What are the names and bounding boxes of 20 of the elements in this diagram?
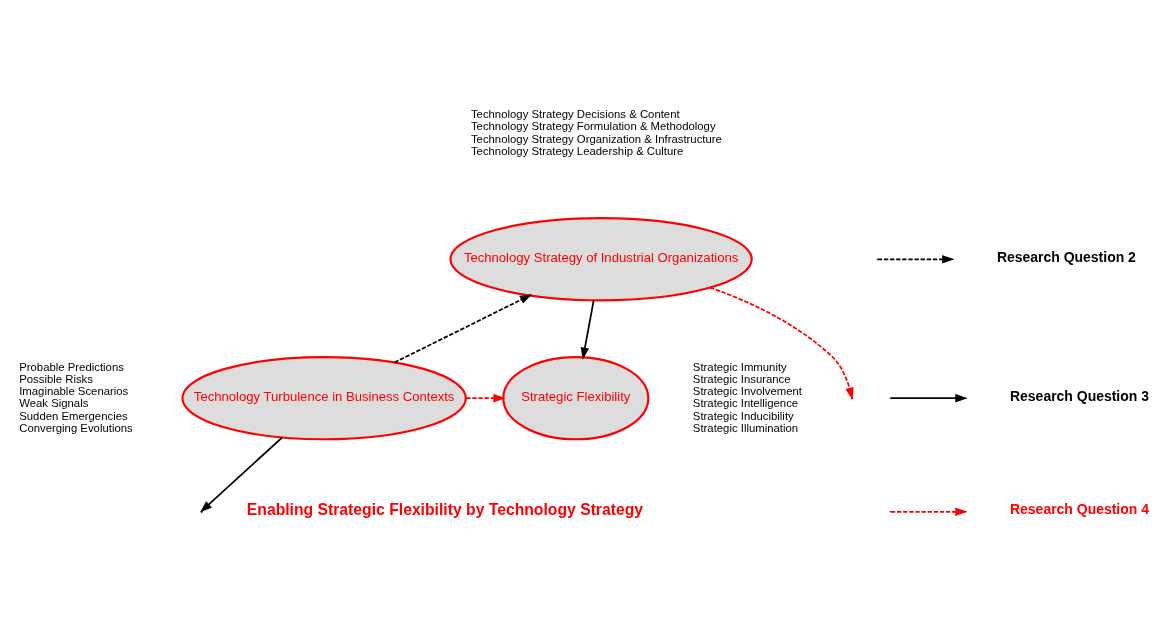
label: Enabling Strategic Flexibility by Technology Strategy: [246, 500, 644, 518]
legend-label: Research Question 2: [996, 248, 1136, 265]
node-label: Strategic Intelligence: [692, 396, 799, 409]
node-label: Sudden Emergencies: [19, 409, 128, 422]
node-label: Weak Signals: [19, 396, 89, 409]
node-label: Probable Predictions: [19, 360, 124, 373]
node-label: Strategic Immunity: [692, 360, 787, 373]
node-label: Possible Risks: [19, 372, 93, 385]
node-label: Technology Strategy Decisions & Content: [470, 107, 680, 120]
legend-label: Research Question 4: [1010, 500, 1149, 517]
legend-label: Research Question 3: [1010, 387, 1149, 404]
node-label: Strategic Inducibility: [692, 409, 794, 422]
node-label: Imaginable Scenarios: [19, 384, 129, 397]
node-label: Technology Strategy Organization & Infrastructure: [470, 132, 722, 145]
node-label: Strategic Illumination: [692, 421, 799, 434]
node-label: Technology Strategy Leadership & Culture: [470, 144, 684, 157]
node-label: Technology Strategy Formulation & Methodology: [470, 119, 716, 132]
node-label: Converging Evolutions: [19, 421, 133, 434]
node-label: Strategic Insurance: [692, 372, 791, 385]
node-label: Strategic Involvement: [692, 384, 802, 397]
